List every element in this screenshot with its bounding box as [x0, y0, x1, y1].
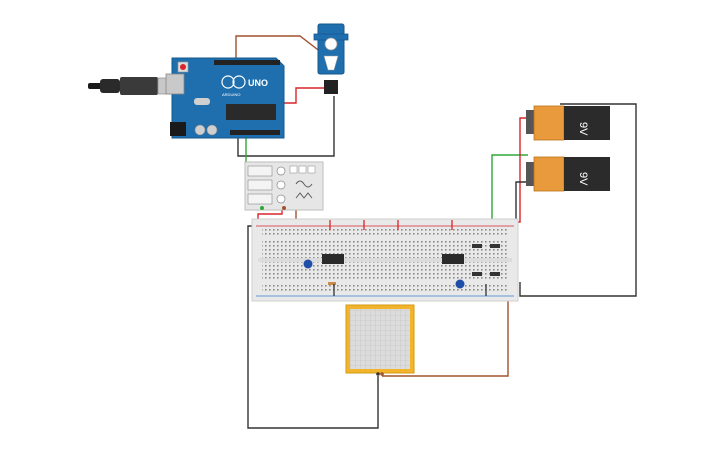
wire-black-battery[interactable] — [519, 103, 637, 297]
breadboard[interactable] — [251, 218, 519, 302]
diode-1[interactable] — [472, 244, 482, 248]
usb-plug-icon[interactable] — [88, 77, 179, 95]
potentiometer-1[interactable] — [303, 259, 313, 269]
wire-green-battery[interactable] — [491, 154, 528, 228]
arduino-brand-label: ARDUINO — [222, 92, 240, 97]
wire-red-battery[interactable] — [500, 117, 528, 223]
wire-brown-servo[interactable] — [235, 35, 327, 58]
battery-bottom-label: 9V — [577, 172, 589, 186]
battery-9v-bottom[interactable]: 9V — [526, 156, 610, 192]
ic-chip-1[interactable] — [322, 254, 344, 264]
diode-3[interactable] — [472, 272, 482, 276]
function-generator-icon[interactable] — [244, 161, 324, 211]
diode-2[interactable] — [490, 244, 500, 248]
wire-brown-lcd[interactable] — [382, 286, 509, 377]
resistor[interactable] — [328, 282, 336, 285]
battery-9v-top[interactable]: 9V — [526, 105, 610, 141]
servo-motor-icon[interactable] — [313, 23, 349, 94]
ic-chip-2[interactable] — [442, 254, 464, 264]
lcd-display-icon[interactable] — [345, 304, 415, 376]
battery-top-label: 9V — [577, 122, 589, 136]
arduino-model-label: UNO — [248, 78, 268, 88]
potentiometer-2[interactable] — [455, 279, 465, 289]
wire-black-servo[interactable] — [237, 96, 335, 157]
diode-4[interactable] — [490, 272, 500, 276]
arduino-uno-board[interactable]: UNO ARDUINO — [165, 57, 285, 139]
